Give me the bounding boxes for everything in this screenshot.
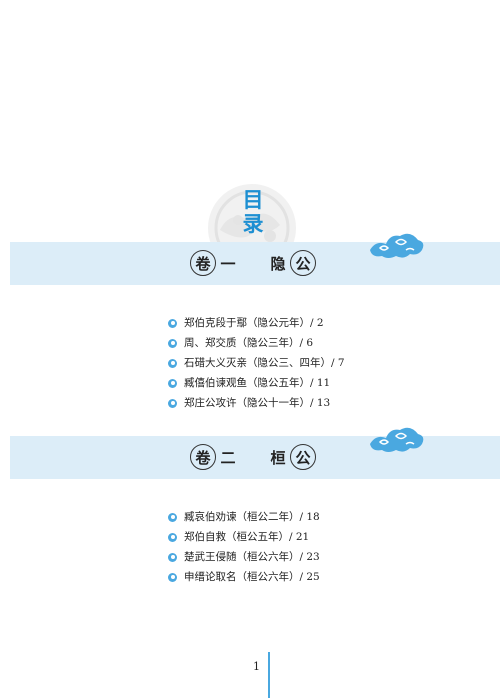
cloud-ornament-icon — [370, 427, 424, 452]
toc-entry[interactable]: 郑伯自救（桓公五年）/ 21 — [168, 527, 320, 547]
bullet-icon — [168, 532, 177, 542]
bullet-icon — [168, 572, 177, 582]
bullet-icon — [168, 378, 177, 388]
cloud-ornament-icon — [370, 233, 424, 258]
toc-title: 目录 — [242, 187, 264, 236]
volume-char: 卷 — [190, 250, 216, 276]
volume-label-1: 卷 一 — [190, 250, 240, 276]
duke-label-2: 桓 公 — [266, 444, 316, 470]
duke-label-1: 隐 公 — [266, 250, 316, 276]
toc-entry[interactable]: 楚武王侵随（桓公六年）/ 23 — [168, 547, 320, 567]
toc-entry-text: 臧哀伯劝谏（桓公二年）/ 18 — [184, 511, 320, 523]
chapter-band-2 — [10, 436, 500, 479]
bullet-icon — [168, 512, 177, 522]
toc-entry-text: 郑庄公攻许（隐公十一年）/ 13 — [184, 397, 331, 409]
bullet-icon — [168, 338, 177, 348]
toc-entry[interactable]: 申缙论取名（桓公六年）/ 25 — [168, 567, 320, 587]
page-number: 1 — [253, 660, 260, 673]
toc-entry[interactable]: 郑伯克段于鄢（隐公元年）/ 2 — [168, 313, 345, 333]
toc-entry[interactable]: 臧僖伯谏观鱼（隐公五年）/ 11 — [168, 373, 345, 393]
toc-entry-text: 郑伯克段于鄢（隐公元年）/ 2 — [184, 317, 324, 329]
chapter-1-list: 郑伯克段于鄢（隐公元年）/ 2 周、郑交质（隐公三年）/ 6 石碏大义灭亲（隐公… — [168, 313, 345, 413]
toc-entry-text: 楚武王侵随（桓公六年）/ 23 — [184, 551, 320, 563]
bullet-icon — [168, 358, 177, 368]
duke-char: 公 — [290, 250, 316, 276]
chapter-2-list: 臧哀伯劝谏（桓公二年）/ 18 郑伯自救（桓公五年）/ 21 楚武王侵随（桓公六… — [168, 507, 320, 587]
volume-char: 一 — [220, 254, 236, 273]
toc-entry[interactable]: 郑庄公攻许（隐公十一年）/ 13 — [168, 393, 345, 413]
chapter-band-1 — [10, 242, 500, 285]
toc-entry-text: 臧僖伯谏观鱼（隐公五年）/ 11 — [184, 377, 331, 389]
toc-entry[interactable]: 臧哀伯劝谏（桓公二年）/ 18 — [168, 507, 320, 527]
duke-char: 桓 — [270, 448, 286, 467]
toc-entry-text: 周、郑交质（隐公三年）/ 6 — [184, 337, 314, 349]
duke-char: 公 — [290, 444, 316, 470]
toc-entry[interactable]: 石碏大义灭亲（隐公三、四年）/ 7 — [168, 353, 345, 373]
page-rule — [268, 652, 270, 698]
duke-char: 隐 — [270, 254, 286, 273]
toc-entry-text: 申缙论取名（桓公六年）/ 25 — [184, 571, 320, 583]
volume-label-2: 卷 二 — [190, 444, 240, 470]
bullet-icon — [168, 318, 177, 328]
bullet-icon — [168, 552, 177, 562]
toc-entry[interactable]: 周、郑交质（隐公三年）/ 6 — [168, 333, 345, 353]
toc-entry-text: 石碏大义灭亲（隐公三、四年）/ 7 — [184, 357, 345, 369]
toc-entry-text: 郑伯自救（桓公五年）/ 21 — [184, 531, 310, 543]
volume-char: 二 — [220, 448, 236, 467]
bullet-icon — [168, 398, 177, 408]
volume-char: 卷 — [190, 444, 216, 470]
